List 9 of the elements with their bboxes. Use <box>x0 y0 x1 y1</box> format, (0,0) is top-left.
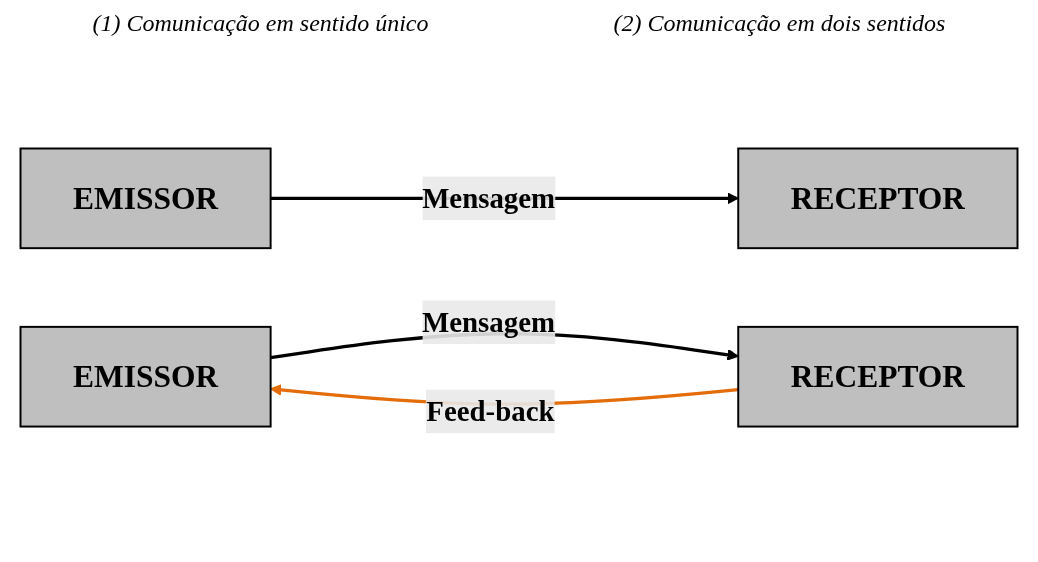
node-box: EMISSOR <box>19 326 272 428</box>
node-box: EMISSOR <box>19 147 272 250</box>
section-heading: (1) Comunicação em sentido único <box>92 10 429 37</box>
edge-label: Mensagem <box>422 182 556 215</box>
node-box: RECEPTOR <box>737 147 1019 250</box>
edge-label: Mensagem <box>422 306 556 339</box>
section-heading: (2) Comunicação em dois sentidos <box>613 10 946 37</box>
node-box: RECEPTOR <box>737 326 1019 428</box>
edge-label: Feed-back <box>426 395 555 429</box>
